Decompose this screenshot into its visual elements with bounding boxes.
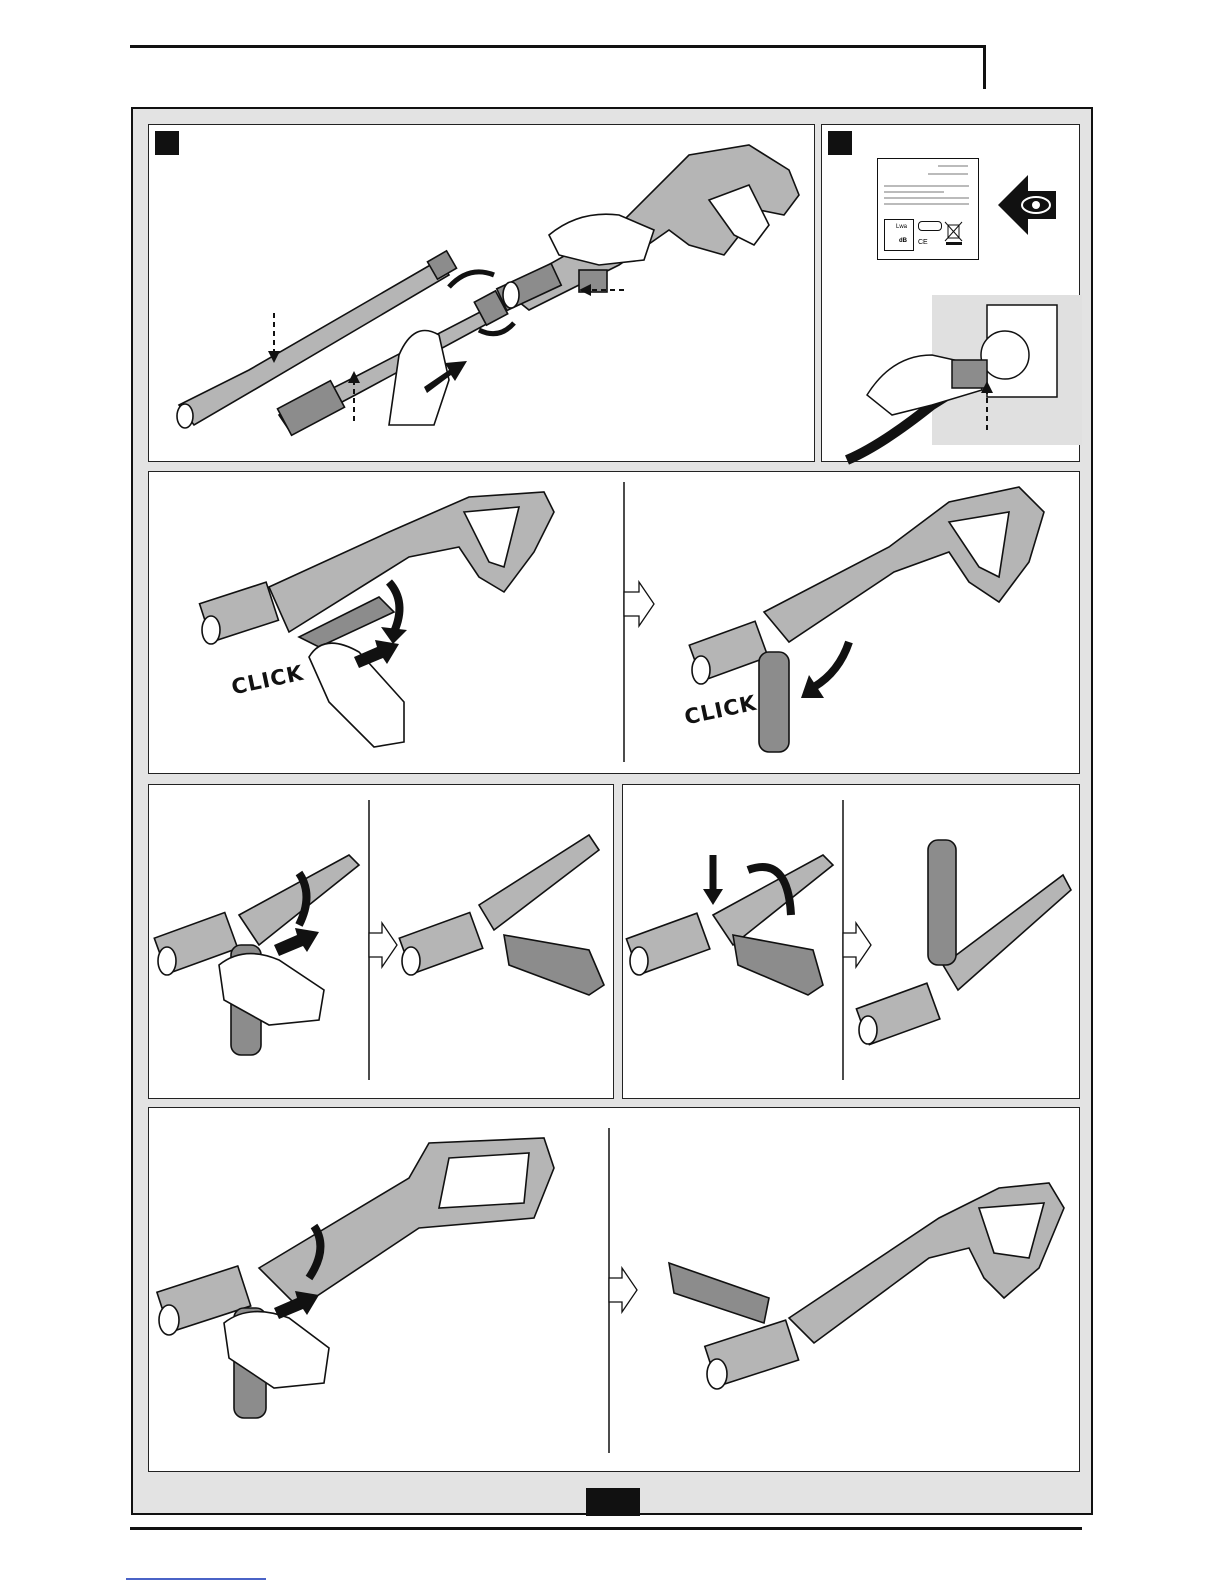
eye-warning-icon (998, 171, 1068, 241)
panel-foam-grip-click: CLICK CLICK (148, 471, 1080, 774)
header-rule-tick (983, 45, 986, 89)
down-arrow-icon (801, 642, 849, 698)
spray-gun-left (200, 492, 554, 647)
step-arrow-icon (624, 582, 654, 626)
grip-click-illustration (149, 472, 1081, 775)
spray-gun-folded (399, 835, 604, 995)
spray-gun-bottom-right (669, 1183, 1064, 1389)
rating-plate: Lwa dB CE (877, 158, 979, 260)
plug-socket-illustration (822, 295, 1081, 495)
db-label: dB (899, 238, 907, 244)
step-arrow-icon (609, 1268, 637, 1312)
down-arrow-icon (703, 855, 723, 905)
step-arrow-icon (843, 923, 871, 967)
page-number-tab (586, 1488, 640, 1516)
spray-gun-grip-up (856, 840, 1071, 1045)
footer-rule (130, 1527, 1082, 1530)
ce-mark: CE (918, 239, 928, 246)
grip-fold-illustration-right (623, 785, 1081, 1100)
illustration-frame: Lwa dB CE (131, 107, 1093, 1515)
lwa-label: Lwa (896, 224, 907, 230)
panel-lance-assembly (148, 124, 815, 462)
grip-fold-illustration-left (149, 785, 615, 1100)
panel-grip-rotate (148, 1107, 1080, 1472)
lance-assembly-illustration (149, 125, 816, 463)
weee-bin-icon (944, 221, 964, 245)
header-rule (130, 45, 986, 48)
panel-rating-label-plug: Lwa dB CE (821, 124, 1080, 462)
step-arrow-icon (369, 923, 397, 967)
push-arrow-icon (274, 1291, 319, 1319)
push-arrow-icon (274, 928, 319, 956)
rotation-arrow-icon (449, 272, 494, 287)
panel-grip-fold-left (148, 784, 614, 1099)
grip-rotate-illustration (149, 1108, 1081, 1473)
step-marker-b (828, 131, 852, 155)
panel-grip-fold-right (622, 784, 1080, 1099)
spray-gun-bottom-left (157, 1138, 554, 1418)
footer-link-underline[interactable] (126, 1578, 266, 1580)
